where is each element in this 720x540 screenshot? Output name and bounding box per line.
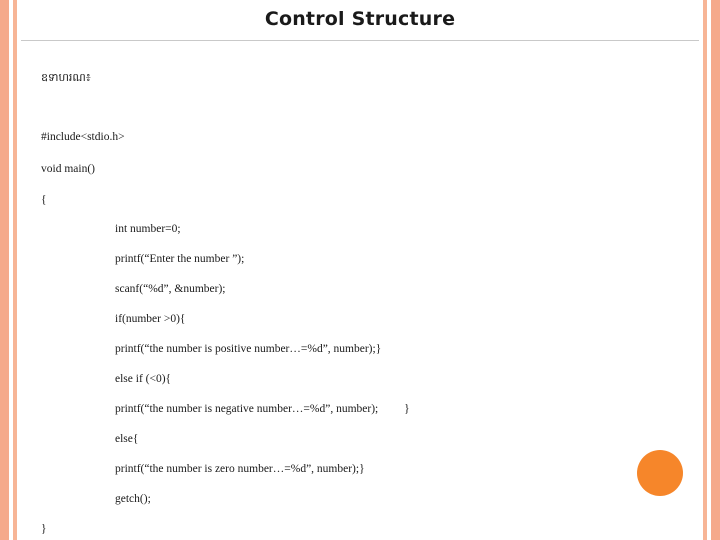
right-outer-accent-bar <box>711 0 720 540</box>
code-line: { <box>41 194 47 206</box>
code-line: else{ <box>115 433 139 445</box>
code-line: printf(“the number is negative number…=%… <box>115 403 410 415</box>
code-line: #include<stdio.h> <box>41 131 125 143</box>
left-outer-accent-bar <box>0 0 9 540</box>
orange-circle-decoration <box>637 450 683 496</box>
code-line: printf(“the number is zero number…=%d”, … <box>115 463 365 475</box>
left-inner-accent-bar <box>13 0 17 540</box>
code-line: if(number >0){ <box>115 313 186 325</box>
code-line: printf(“Enter the number ”); <box>115 253 245 265</box>
example-heading: ឧទាហរណ៖ <box>41 72 91 84</box>
code-line: else if (<0){ <box>115 373 172 385</box>
code-line: void main() <box>41 163 95 175</box>
slide-title: Control Structure <box>264 8 456 30</box>
code-line: scanf(“%d”, &number); <box>115 283 226 295</box>
code-line: getch(); <box>115 493 151 505</box>
title-divider <box>21 40 699 41</box>
code-line: int number=0; <box>115 223 181 235</box>
code-line: } <box>41 523 47 535</box>
right-inner-accent-bar <box>703 0 707 540</box>
code-line: printf(“the number is positive number…=%… <box>115 343 382 355</box>
